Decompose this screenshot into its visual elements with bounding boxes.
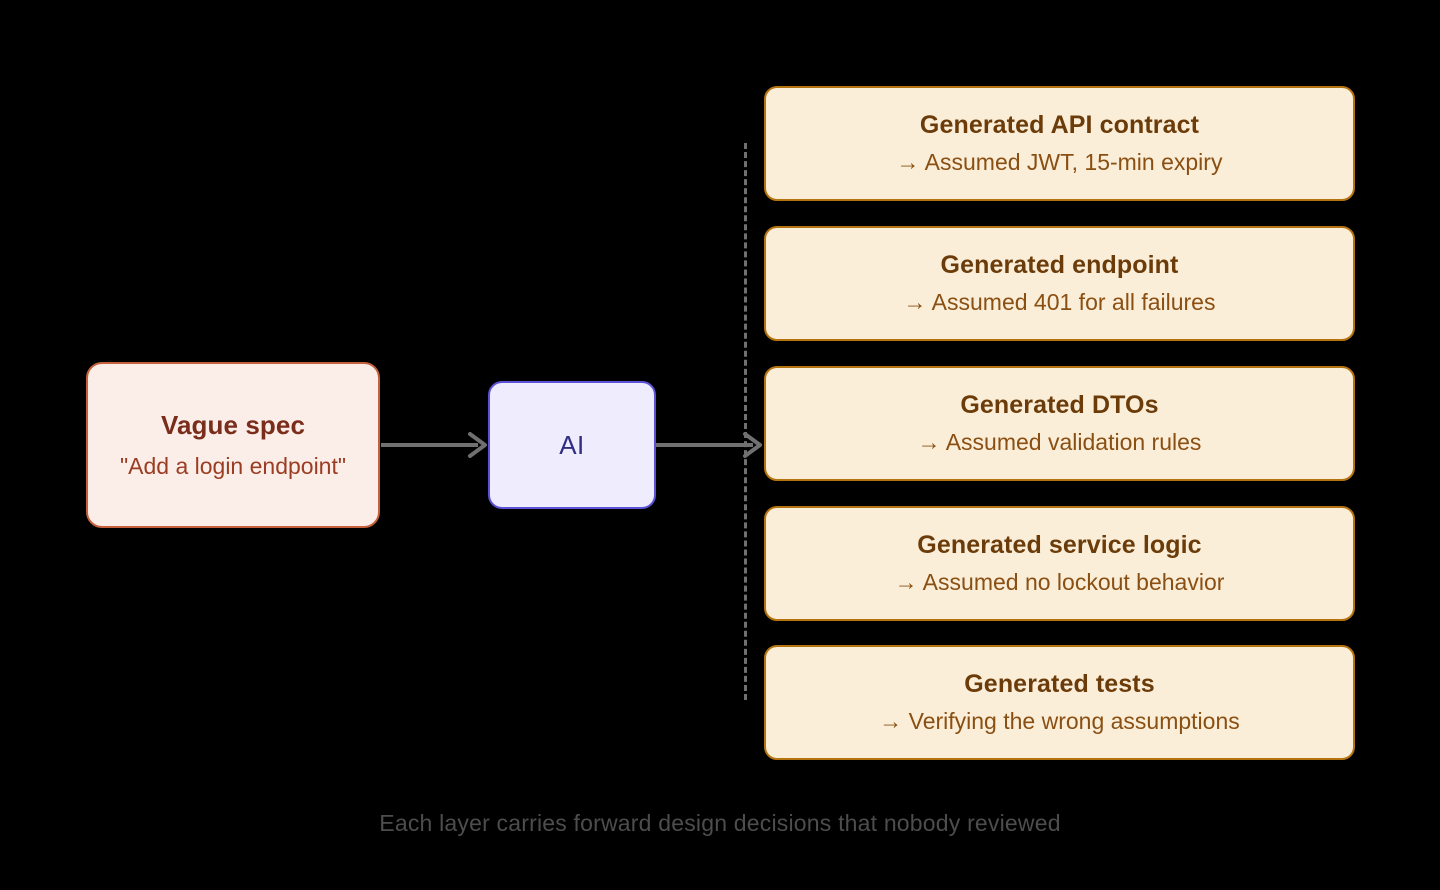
- card-subtitle: → Assumed validation rules: [917, 429, 1202, 456]
- card-title: Generated tests: [964, 670, 1155, 699]
- card-subtitle: → Assumed JWT, 15-min expiry: [896, 149, 1223, 176]
- card-generated-api-contract[interactable]: Generated API contract → Assumed JWT, 15…: [764, 86, 1355, 201]
- node-vague-spec-subtitle: "Add a login endpoint": [119, 452, 347, 479]
- card-generated-tests[interactable]: Generated tests → Verifying the wrong as…: [764, 645, 1355, 760]
- node-ai[interactable]: AI: [488, 381, 656, 509]
- card-generated-service-logic[interactable]: Generated service logic → Assumed no loc…: [764, 506, 1355, 621]
- card-title: Generated DTOs: [960, 391, 1159, 420]
- node-ai-label: AI: [559, 429, 585, 460]
- card-title: Generated API contract: [919, 111, 1200, 140]
- arrow-ai-to-outputs: [656, 432, 762, 458]
- card-generated-dtos[interactable]: Generated DTOs → Assumed validation rule…: [764, 366, 1355, 481]
- node-vague-spec[interactable]: Vague spec "Add a login endpoint": [86, 362, 380, 528]
- dashed-divider: [744, 143, 747, 700]
- diagram-caption: Each layer carries forward design decisi…: [379, 810, 1061, 836]
- card-subtitle: → Assumed 401 for all failures: [903, 289, 1216, 316]
- arrow-spec-to-ai: [381, 432, 487, 458]
- card-generated-endpoint[interactable]: Generated endpoint → Assumed 401 for all…: [764, 226, 1355, 341]
- node-vague-spec-title: Vague spec: [160, 410, 306, 441]
- card-subtitle: → Verifying the wrong assumptions: [879, 708, 1240, 735]
- card-title: Generated service logic: [917, 531, 1202, 560]
- card-title: Generated endpoint: [940, 251, 1179, 280]
- card-subtitle: → Assumed no lockout behavior: [894, 569, 1225, 596]
